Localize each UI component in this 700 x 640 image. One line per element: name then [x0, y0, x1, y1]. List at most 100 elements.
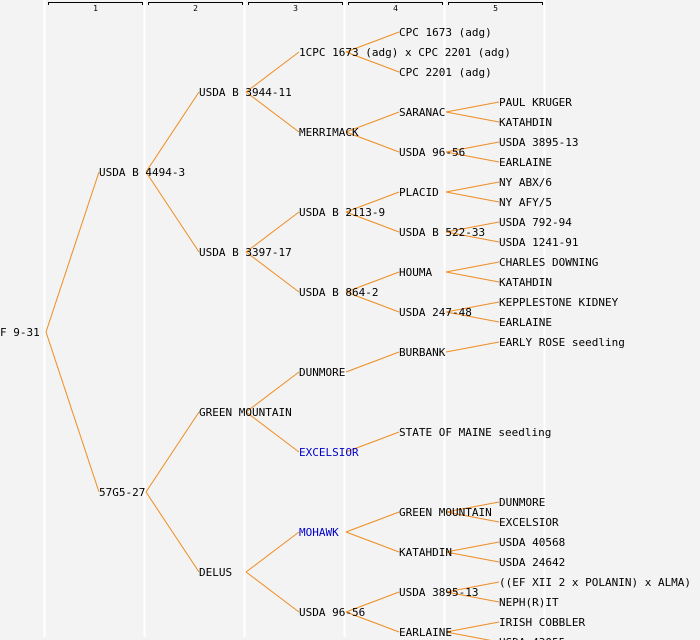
ancestor-label-gen-4[interactable]: USDA 96-56: [399, 146, 465, 159]
ancestor-label-gen-4[interactable]: SARANAC: [399, 106, 445, 119]
parent-link: [45, 171, 100, 333]
parent-link: [445, 621, 500, 633]
ancestor-label-gen-5[interactable]: CHARLES DOWNING: [499, 256, 598, 269]
parent-link: [445, 591, 500, 603]
ancestor-label-gen-4[interactable]: STATE OF MAINE seedling: [399, 426, 551, 439]
ancestor-label-gen-3[interactable]: DUNMORE: [299, 366, 345, 379]
parent-link: [345, 611, 400, 633]
generation-bracket: [248, 2, 343, 5]
ancestor-label-gen-4[interactable]: USDA 247-48: [399, 306, 472, 319]
generation-bracket: [448, 2, 543, 5]
ancestor-label-gen-5[interactable]: NEPH(R)IT: [499, 596, 559, 609]
parent-link: [345, 351, 400, 373]
ancestor-label-gen-1[interactable]: USDA B 4494-3: [99, 166, 185, 179]
ancestor-label-gen-4[interactable]: CPC 2201 (adg): [399, 66, 492, 79]
ancestor-label-gen-5[interactable]: USDA 40568: [499, 536, 565, 549]
parent-link: [245, 91, 300, 133]
parent-link: [345, 51, 400, 73]
ancestor-label-gen-4[interactable]: USDA 3895-13: [399, 586, 478, 599]
ancestor-label-gen-5[interactable]: EARLAINE: [499, 156, 552, 169]
parent-link: [445, 261, 500, 273]
parent-link: [445, 511, 500, 523]
root-variety-label[interactable]: F 9-31: [0, 326, 40, 339]
parent-link: [345, 511, 400, 533]
pedigree-nodes: F 9-31 USDA B 4494-3 USDA B 3944-11 1CPC 16…: [0, 26, 691, 640]
ancestor-label-gen-2[interactable]: GREEN MOUNTAIN: [199, 406, 292, 419]
ancestor-label-gen-5[interactable]: EARLY ROSE seedling: [499, 336, 625, 349]
parent-link: [245, 51, 300, 93]
ancestor-label-gen-5[interactable]: NY ABX/6: [499, 176, 552, 189]
generation-number: 1: [93, 4, 98, 13]
generation-number: 5: [493, 4, 498, 13]
parent-link: [445, 581, 500, 593]
ancestor-label-gen-3[interactable]: USDA B 2113-9: [299, 206, 385, 219]
parent-link: [345, 291, 400, 313]
parent-link: [145, 491, 200, 573]
ancestor-label-gen-5[interactable]: KATAHDIN: [499, 276, 552, 289]
parent-link: [45, 331, 100, 493]
generation-number: 2: [193, 4, 198, 13]
parent-link: [245, 571, 300, 613]
parent-link: [145, 411, 200, 493]
parent-link: [445, 551, 500, 563]
ancestor-label-gen-4[interactable]: PLACID: [399, 186, 439, 199]
parent-link: [445, 541, 500, 553]
parent-link: [245, 411, 300, 453]
ancestor-label-gen-1[interactable]: 57G5-27: [99, 486, 145, 499]
parent-link: [345, 131, 400, 153]
ancestor-label-gen-2[interactable]: USDA B 3944-11: [199, 86, 292, 99]
parent-link: [445, 111, 500, 123]
ancestor-label-gen-5[interactable]: KEPPLESTONE KIDNEY: [499, 296, 619, 309]
ancestor-label-gen-3[interactable]: MOHAWK: [299, 526, 339, 539]
ancestor-label-gen-3[interactable]: MERRIMACK: [299, 126, 359, 139]
ancestor-label-gen-5[interactable]: EARLAINE: [499, 316, 552, 329]
parent-link: [145, 171, 200, 253]
parent-link: [145, 91, 200, 173]
parent-link: [345, 431, 400, 453]
parent-link: [245, 531, 300, 573]
generation-number: 4: [393, 4, 398, 13]
ancestor-label-gen-4[interactable]: GREEN MOUNTAIN: [399, 506, 492, 519]
ancestor-label-gen-3[interactable]: USDA 96-56: [299, 606, 365, 619]
parent-link: [445, 271, 500, 283]
generation-bracket: [348, 2, 443, 5]
parent-link: [445, 501, 500, 513]
ancestor-label-gen-4[interactable]: KATAHDIN: [399, 546, 452, 559]
ancestor-label-gen-5[interactable]: IRISH COBBLER: [499, 616, 585, 629]
ancestor-label-gen-4[interactable]: HOUMA: [399, 266, 432, 279]
column-grid: 1 2 3 4 5: [43, 0, 546, 637]
generation-number: 3: [293, 4, 298, 13]
generation-bracket: [148, 2, 243, 5]
parent-link: [345, 591, 400, 613]
ancestor-label-gen-5[interactable]: PAUL KRUGER: [499, 96, 572, 109]
parent-link: [345, 111, 400, 133]
parent-link: [445, 191, 500, 203]
ancestor-label-gen-5[interactable]: ((EF XII 2 x POLANIN) x ALMA): [499, 576, 691, 589]
ancestor-label-gen-3[interactable]: EXCELSIOR: [299, 446, 359, 459]
ancestor-label-gen-5[interactable]: USDA 24642: [499, 556, 565, 569]
parent-link: [445, 341, 500, 353]
ancestor-label-gen-5[interactable]: KATAHDIN: [499, 116, 552, 129]
ancestor-label-gen-3[interactable]: USDA B 864-2: [299, 286, 378, 299]
ancestor-label-gen-4[interactable]: BURBANK: [399, 346, 446, 359]
ancestor-label-gen-5[interactable]: USDA 43055: [499, 636, 565, 640]
ancestor-label-gen-5[interactable]: USDA 1241-91: [499, 236, 578, 249]
parent-link: [445, 631, 492, 640]
ancestor-label-gen-5[interactable]: USDA 3895-13: [499, 136, 578, 149]
ancestor-label-gen-4[interactable]: USDA B 522-33: [399, 226, 485, 239]
ancestor-label-gen-5[interactable]: USDA 792-94: [499, 216, 572, 229]
parent-link: [445, 231, 500, 243]
ancestor-label-gen-4[interactable]: CPC 1673 (adg): [399, 26, 492, 39]
parent-link: [445, 181, 500, 193]
parent-link: [245, 211, 300, 253]
ancestor-label-gen-4[interactable]: EARLAINE: [399, 626, 452, 639]
parent-link: [345, 191, 400, 213]
ancestor-label-gen-3[interactable]: 1CPC 1673 (adg) x CPC 2201 (adg): [299, 46, 511, 59]
ancestor-label-gen-2[interactable]: USDA B 3397-17: [199, 246, 292, 259]
ancestor-label-gen-5[interactable]: EXCELSIOR: [499, 516, 559, 529]
ancestor-label-gen-5[interactable]: DUNMORE: [499, 496, 545, 509]
parent-link: [445, 141, 500, 153]
ancestor-label-gen-5[interactable]: NY AFY/5: [499, 196, 552, 209]
parent-link: [445, 151, 500, 163]
ancestor-label-gen-2[interactable]: DELUS: [199, 566, 232, 579]
